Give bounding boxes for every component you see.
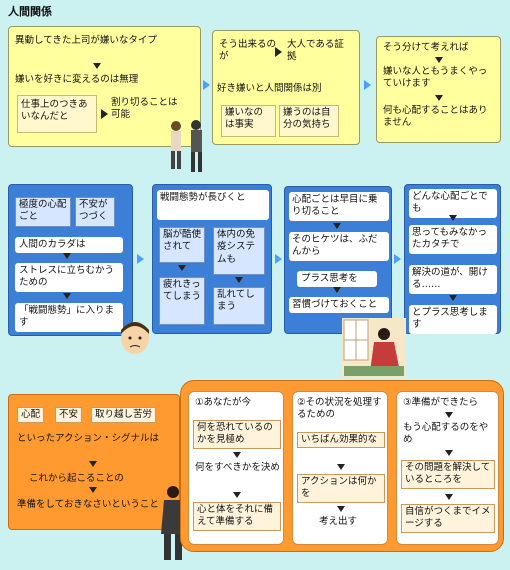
panel-early-overcome: 心配ごとは早目に乗り切ること そのヒケツは、ふだんから プラス思考を 習慣づけて… <box>284 186 392 334</box>
box-make-habit: 習慣づけておくこと <box>289 297 389 314</box>
arrow-down <box>233 452 241 458</box>
panel-action-signal: 心配 不安 取り越し苦労 といったアクション・シグナルは これから起こることの … <box>8 394 180 530</box>
arrow-right <box>275 254 282 264</box>
box-enter-combat: 「戦闘態勢」に入ります <box>15 303 123 332</box>
column-step-1: ①あなたが今 何を恐れているのかを見極め 何をすべきかを決め 心と体をそれに備え… <box>188 391 284 545</box>
step1-title: ①あなたが今 <box>195 397 252 408</box>
worried-face-illustration <box>121 322 149 354</box>
arrow-down <box>337 464 345 470</box>
arrow-down <box>89 461 97 467</box>
arrow-down <box>89 487 97 493</box>
arrow-down <box>235 277 243 283</box>
box-solution-opens: 解決の道が、開ける…… <box>409 265 497 294</box>
box-work-relation: 仕事上のつきあいなんだと <box>17 95 97 133</box>
step2-most-effective: いちばん効果的な <box>297 432 385 449</box>
box-disordered: 乱れてしまう <box>213 287 265 325</box>
box-own-feeling: 嫌うのは自分の気持ち <box>279 105 339 137</box>
box-think-plus: とプラス思考します <box>409 305 497 334</box>
panel-fight-mode: 極度の心配ごと 不安がつづく 人間のカラダは ストレスに立ちむかうための 「戦闘… <box>8 184 133 336</box>
arrow-down <box>449 295 457 301</box>
panel-three-steps: ①あなたが今 何を恐れているのかを見極め 何をすべきかを決め 心と体をそれに備え… <box>180 380 504 552</box>
arrow-down <box>445 450 453 456</box>
text-action-signal: といったアクション・シグナルは <box>17 433 160 444</box>
step3-imagine: 自信がつくまでイメージする <box>401 504 495 533</box>
box-extreme-worry: 極度の心配ごと <box>15 197 71 227</box>
box-human-body: 人間のカラダは <box>15 237 123 254</box>
page-title: 人間関係 <box>8 5 52 18</box>
panel-prolonged: 戦闘態勢が長びくと 脳が酷使されて 体内の免疫システムも 疲れきってしまう 乱れ… <box>152 184 272 334</box>
kimono-woman-illustration <box>342 318 406 378</box>
column-step-3: ③準備ができたら もう心配するのをやめ その問題を解決しているところを 自信がつ… <box>396 391 499 545</box>
arrow-down <box>93 63 101 69</box>
step1-decide: 何をすべきかを決め <box>195 462 280 473</box>
panel-plus-thinking: どんな心配ごとでも 思ってもみなかったカタチで 解決の道が、開ける…… とプラス… <box>404 184 501 334</box>
tag-worry: 心配 <box>17 407 45 424</box>
panel-boss-type: 異動してきた上司が嫌いなタイプ 嫌いを好きに変えるのは無理 仕事上のつきあいなん… <box>8 26 201 147</box>
panel-adult-proof: そう出来るのが 大人である証拠 好き嫌いと人間関係は別 嫌いなのは事実 嫌うのは… <box>212 30 360 145</box>
box-secret: そのヒケツは、ふだんから <box>289 232 389 261</box>
box-face-stress: ストレスに立ちむかうための <box>15 263 123 292</box>
arrow-right <box>137 254 144 264</box>
arrow-down <box>337 506 345 512</box>
text-cannot-change: 嫌いを好きに変えるのは無理 <box>15 74 139 85</box>
box-exhausted: 疲れきってしまう <box>159 277 205 325</box>
text-think-separately: そう分けて考えれば <box>383 42 469 53</box>
arrow-down <box>333 223 341 229</box>
box-immune-system: 体内の免疫システムも <box>213 227 265 275</box>
tag-overthinking: 取り越し苦労 <box>91 407 157 424</box>
arrow-down <box>233 492 241 498</box>
box-dislike-fact: 嫌いなのは事実 <box>221 105 276 137</box>
arrow-down <box>449 215 457 221</box>
tag-anxiety: 不安 <box>55 407 83 424</box>
arrow-down <box>435 57 443 63</box>
text-what-will-happen: これから起こることの <box>29 473 124 484</box>
step3-stop-worrying: もう心配するのをやめ <box>403 422 489 446</box>
box-unexpected-form: 思ってもみなかったカタチで <box>409 225 497 254</box>
text-boss-transferred: 異動してきた上司が嫌いなタイプ <box>15 35 157 46</box>
arrow-down <box>445 412 453 418</box>
box-overcome-early: 心配ごとは早目に乗り切ること <box>289 192 389 221</box>
step3-solving: その問題を解決しているところを <box>401 460 495 489</box>
text-can-compartmentalize: 割り切ることは可能 <box>111 97 178 121</box>
arrow-down <box>63 253 71 259</box>
box-any-worry: どんな心配ごとでも <box>409 189 497 218</box>
arrow-down <box>333 287 341 293</box>
office-workers-illustration <box>171 120 202 172</box>
text-no-worry: 何も心配することはありません <box>383 105 488 129</box>
arrow-right <box>394 254 401 264</box>
arrow-down <box>445 494 453 500</box>
text-prepare: 準備をしておきなさいということ <box>17 499 159 510</box>
step2-title: ②その状況を処理するための <box>297 397 382 421</box>
column-step-2: ②その状況を処理するための いちばん効果的な アクションは何かを 考え出す <box>292 391 388 545</box>
arrow-right <box>203 80 210 90</box>
text-prolonged: 戦闘態勢が長びくと <box>157 190 269 220</box>
arrow-down <box>178 265 186 271</box>
arrow-right <box>101 109 108 119</box>
samurai-illustration <box>161 486 185 560</box>
step1-identify-fear: 何を恐れているのかを見極め <box>193 420 281 449</box>
text-likes-separate: 好き嫌いと人間関係は別 <box>217 83 322 94</box>
step2-which-action: アクションは何かを <box>297 474 385 503</box>
box-brain-overused: 脳が酷使されて <box>159 227 205 263</box>
text-can-do: そう出来るのが <box>219 39 277 63</box>
arrow-down <box>435 95 443 101</box>
arrow-right <box>275 47 282 57</box>
arrow-down <box>63 293 71 299</box>
step2-figure-out: 考え出す <box>319 516 358 527</box>
step1-prepare: 心と体をそれに備えて準備する <box>193 502 281 531</box>
arrow-right <box>364 80 371 90</box>
panel-get-along: そう分けて考えれば 嫌いな人ともうまくやっていけます 何も心配することはありませ… <box>376 36 501 143</box>
text-adult-proof: 大人である証拠 <box>287 39 344 63</box>
text-get-along: 嫌いな人ともうまくやっていけます <box>383 66 488 90</box>
box-plus-thinking: プラス思考を <box>297 271 377 288</box>
box-ongoing-anxiety: 不安がつづく <box>75 197 115 227</box>
step3-title: ③準備ができたら <box>403 397 479 408</box>
